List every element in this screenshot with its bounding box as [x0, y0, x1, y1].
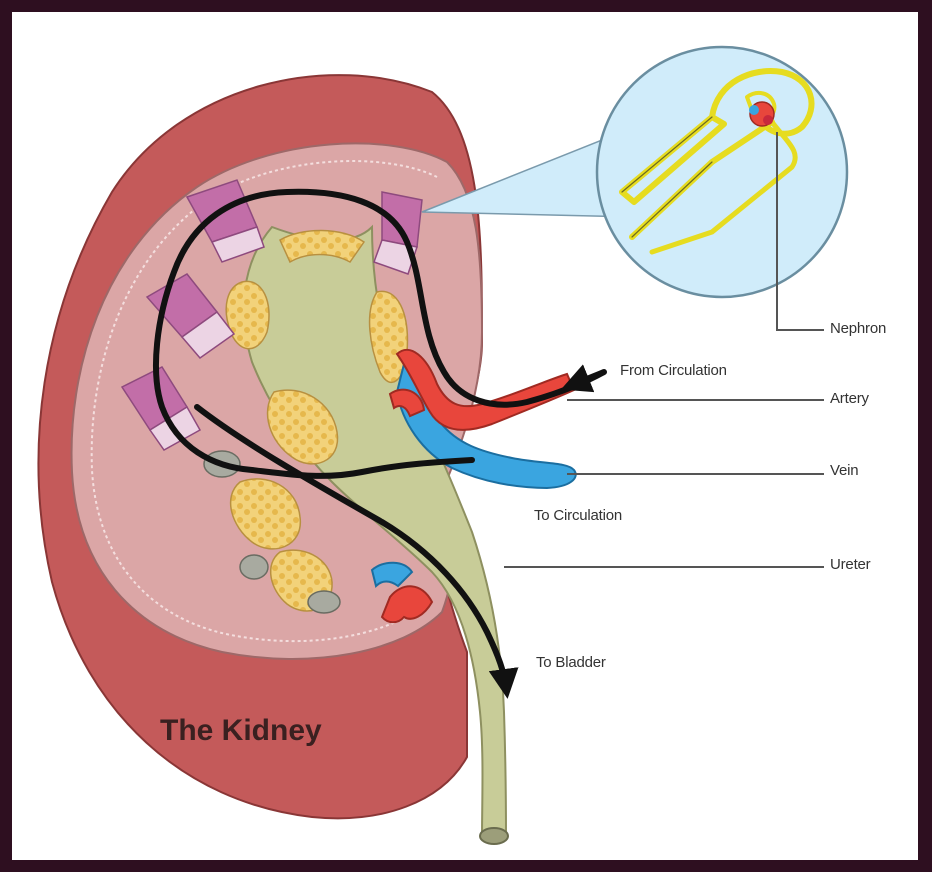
label-nephron: Nephron: [830, 320, 886, 338]
label-vein: Vein: [830, 462, 858, 480]
label-from-circulation: From Circulation: [620, 362, 727, 380]
label-artery: Artery: [830, 390, 869, 408]
ureter-opening: [480, 828, 508, 844]
label-to-bladder: To Bladder: [536, 654, 606, 672]
diagram-title: The Kidney: [160, 714, 322, 748]
kidney-diagram: [12, 12, 918, 860]
label-to-circulation: To Circulation: [534, 507, 622, 525]
diagram-frame: The Kidney Nephron From Circulation Arte…: [12, 12, 918, 860]
label-ureter: Ureter: [830, 556, 870, 574]
nephron-inset: [597, 47, 847, 297]
